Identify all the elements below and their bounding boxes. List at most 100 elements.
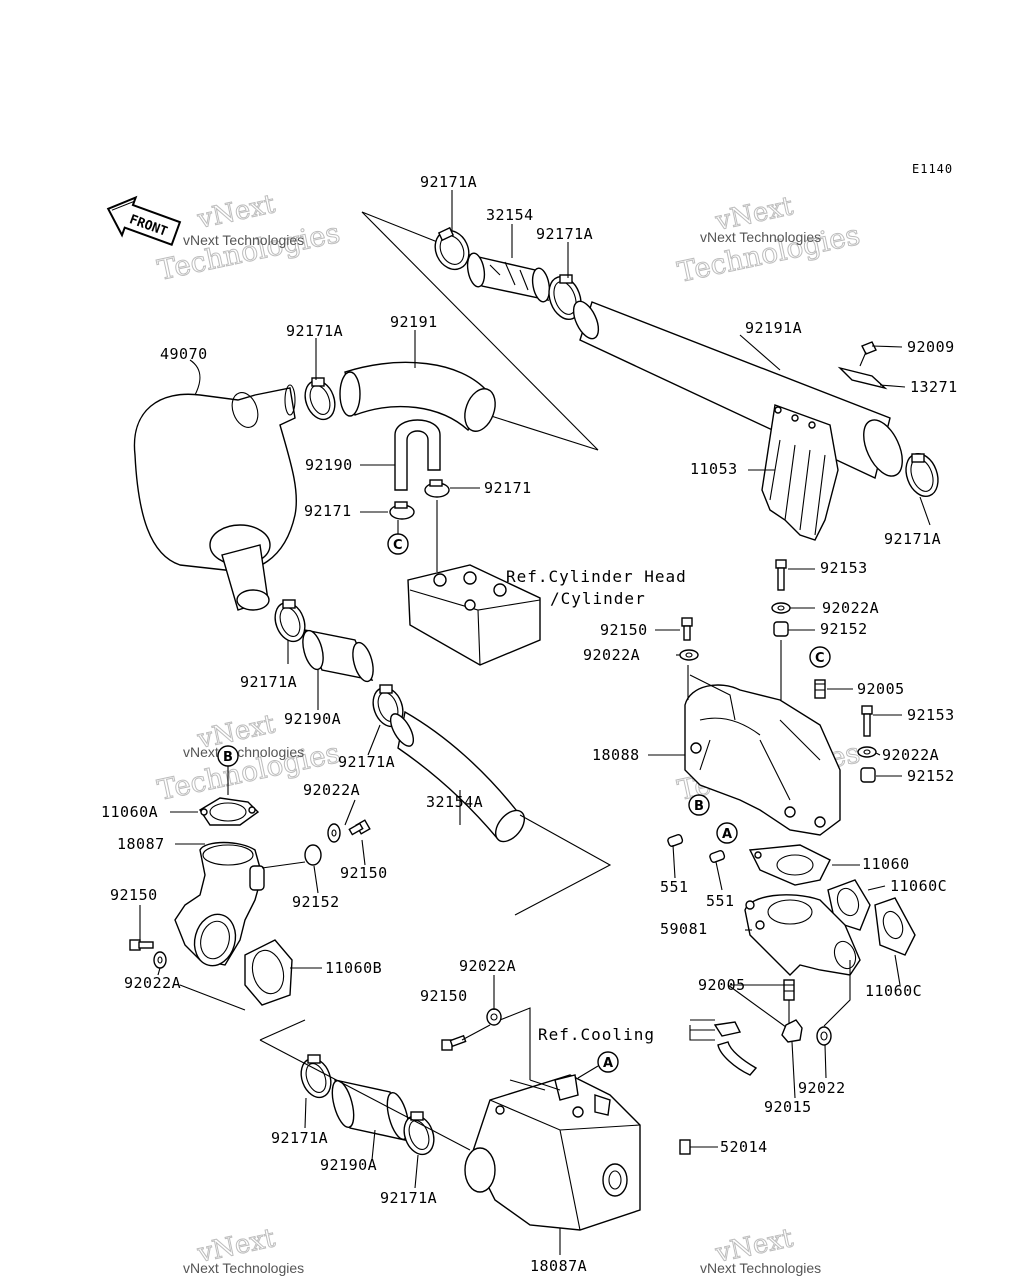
label-92022a-b: 92022A — [583, 646, 640, 664]
exhaust-manifold-18088[interactable] — [684, 640, 841, 836]
gasket-11060[interactable] — [748, 844, 831, 886]
fitting-92005-b[interactable] — [783, 979, 795, 1001]
label-92022: 92022 — [798, 1079, 846, 1097]
hose-clamp-92171a-mid[interactable] — [270, 598, 310, 645]
svg-text:vNext Technologies: vNext Technologies — [183, 744, 304, 760]
gasket-11060b[interactable] — [244, 939, 293, 1006]
label-92171a-top: 92171A — [420, 173, 477, 191]
label-92171a-bot: 92171A — [271, 1129, 328, 1147]
label-49070: 49070 — [160, 345, 208, 363]
dowel-pin-551-a[interactable] — [667, 833, 684, 847]
guide-line — [727, 984, 791, 1031]
hose-clamp-92171a-bot[interactable] — [296, 1054, 336, 1101]
cylinder-head-reference — [407, 500, 541, 666]
label-92191: 92191 — [390, 313, 438, 331]
bolt-92150-d[interactable] — [441, 1034, 467, 1051]
label-11060: 11060 — [862, 855, 910, 873]
hose-clamp-92171-b[interactable] — [424, 479, 450, 498]
exhaust-manifold-59081[interactable] — [744, 894, 861, 976]
guide-line — [179, 984, 306, 1041]
label-92022a-f: 92022A — [459, 957, 516, 975]
label-92022a-d: 92022A — [303, 781, 360, 799]
hose-clamp-92171a-right[interactable] — [900, 449, 943, 501]
svg-text:A: A — [722, 827, 732, 842]
collar-92152-top[interactable] — [773, 621, 789, 637]
label-92005-a: 92005 — [857, 680, 905, 698]
washer-92022a-d[interactable] — [327, 823, 341, 843]
bolt-92150-b[interactable] — [348, 819, 371, 836]
leader-lines — [139, 190, 931, 1255]
svg-text:vNext Technologies: vNext Technologies — [700, 1260, 821, 1276]
label-32154: 32154 — [486, 206, 534, 224]
muffler-49070[interactable] — [133, 384, 298, 611]
hose-92190a-mid[interactable] — [299, 628, 377, 683]
label-92152-a: 92152 — [820, 620, 868, 638]
gasket-11060a[interactable] — [199, 797, 260, 826]
water-box-18087a[interactable] — [464, 1074, 641, 1231]
label-92022a-a: 92022A — [822, 599, 879, 617]
label-92171a-mid: 92171A — [240, 673, 297, 691]
gasket-11060c-b[interactable] — [874, 897, 916, 956]
callout-c-right: C — [809, 646, 831, 668]
nut-92015[interactable] — [781, 1019, 803, 1043]
hose-clamp-92171a-left[interactable] — [300, 376, 340, 423]
hose-clamp-92171-a[interactable] — [389, 501, 415, 520]
washer-92022[interactable] — [816, 1026, 832, 1046]
washer-92022a-f[interactable] — [486, 1008, 502, 1026]
exhaust-elbow-18087[interactable] — [174, 841, 265, 971]
bolt-92150-c[interactable] — [129, 939, 154, 951]
svg-text:Technologies: Technologies — [155, 216, 343, 287]
elbow-hose-92191[interactable] — [339, 361, 501, 435]
screw-92009[interactable] — [859, 341, 877, 367]
washer-92022a-top[interactable] — [771, 602, 791, 614]
label-92022a-c: 92022A — [882, 746, 939, 764]
label-11060c-a: 11060C — [890, 877, 947, 895]
label-92150-d: 92150 — [420, 987, 468, 1005]
label-551-a: 551 — [660, 878, 689, 896]
svg-text:B: B — [694, 799, 704, 814]
hose-32154[interactable] — [465, 252, 552, 303]
guide-line — [259, 1039, 471, 1151]
plug-52014[interactable] — [679, 1139, 691, 1155]
fitting-92005-a[interactable] — [814, 679, 826, 699]
u-hose-92190[interactable] — [394, 419, 441, 491]
washer-92022a-b[interactable] — [679, 649, 699, 661]
label-92150-c: 92150 — [110, 886, 158, 904]
hose-clamp-92171a-top[interactable] — [429, 225, 475, 275]
bolt-92153-b[interactable] — [861, 705, 873, 737]
bolt-92150-a[interactable] — [681, 617, 693, 641]
collar-92152-b[interactable] — [860, 767, 876, 783]
svg-text:C: C — [815, 651, 825, 666]
heat-shield-11053[interactable] — [761, 404, 839, 541]
dowel-pin-551-b[interactable] — [709, 849, 726, 863]
callout-a-right: A — [716, 822, 738, 844]
label-92152-c: 92152 — [292, 893, 340, 911]
label-18088: 18088 — [592, 746, 640, 764]
label-92190: 92190 — [305, 456, 353, 474]
bracket-13271[interactable] — [837, 366, 888, 390]
label-92015: 92015 — [764, 1098, 812, 1116]
label-ref-cylinder-head: Ref.Cylinder Head — [506, 567, 687, 586]
pipe-32154a[interactable] — [386, 710, 530, 846]
svg-text:A: A — [603, 1056, 613, 1071]
guide-line — [361, 211, 446, 246]
watermark-bottom-right: vNext vNext Technologies — [700, 1223, 821, 1276]
pipe-92191a[interactable] — [568, 298, 910, 482]
label-92022a-e: 92022A — [124, 974, 181, 992]
label-92009: 92009 — [907, 338, 955, 356]
washer-92022a-e[interactable] — [153, 951, 167, 969]
guide-line — [514, 814, 612, 916]
svg-text:vNext Technologies: vNext Technologies — [700, 229, 821, 245]
bolt-92153-top[interactable] — [775, 559, 787, 591]
label-92153-b: 92153 — [907, 706, 955, 724]
guide-line — [361, 211, 599, 451]
guide-line — [823, 960, 851, 1027]
watermark-top-left: vNext Technologies vNext Technologies — [154, 189, 343, 288]
washer-92022a-c[interactable] — [857, 746, 877, 758]
hose-clamp-92171a-top2[interactable] — [543, 272, 586, 324]
hose-92190a-bot[interactable] — [328, 1078, 413, 1141]
collar-92152-c[interactable] — [304, 844, 322, 866]
label-11060c-b: 11060C — [865, 982, 922, 1000]
label-92171-a: 92171 — [304, 502, 352, 520]
